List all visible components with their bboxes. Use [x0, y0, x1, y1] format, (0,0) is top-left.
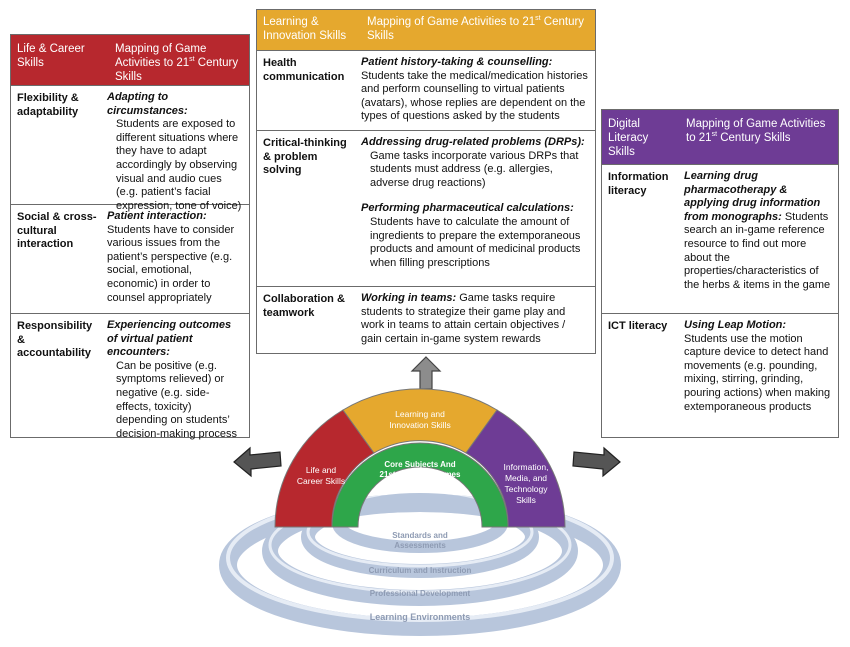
ring-standards-label-2: Assessments — [394, 541, 446, 550]
digital-literacy-header: Digital Literacy Skills Mapping of Game … — [602, 110, 838, 164]
body-drps: Game tasks incorporate various DRPs that… — [370, 149, 579, 189]
skill-flexibility: Flexibility & adaptability — [17, 92, 79, 118]
digital-header-skill: Digital Literacy Skills — [608, 118, 649, 158]
body-drug-pharmacotherapy: Students search an in-game reference res… — [684, 210, 831, 291]
information-media-label-1: Information, — [504, 462, 549, 472]
arrow-left-icon — [233, 446, 282, 478]
desc-collaboration: Working in teams: Game tasks require stu… — [357, 287, 595, 354]
title-leap-motion: Using Leap Motion: — [684, 319, 787, 331]
ring-professional-label: Professional Development — [370, 589, 471, 598]
title-history-taking: Patient history-taking & counselling: — [361, 56, 553, 68]
life-career-header-skill: Life & Career Skills — [17, 43, 85, 69]
learning-row-health: Health communication Patient history-tak… — [257, 50, 595, 130]
body-calculations: Students have to calculate the amount of… — [370, 215, 581, 269]
learning-innovation-panel: Learning & Innovation Skills Mapping of … — [256, 9, 596, 354]
p21-framework-diagram: Learning and Innovation Skills Life and … — [219, 388, 621, 636]
digital-header-mapping: Mapping of Game Activities to 21st Centu… — [686, 118, 826, 144]
skill-information-literacy: Information literacy — [608, 171, 669, 197]
learning-innovation-header: Learning & Innovation Skills Mapping of … — [257, 10, 595, 50]
core-subjects-label-2: 21st Century Themes — [380, 470, 461, 479]
skill-collaboration: Collaboration & teamwork — [263, 293, 345, 319]
skill-social: Social & cross-cultural interaction — [17, 211, 97, 251]
learning-header-mapping: Mapping of Game Activities to 21st Centu… — [367, 15, 585, 42]
information-media-label-4: Skills — [516, 495, 536, 505]
body-outcomes: Can be positive (e.g. symptoms relieved)… — [116, 359, 238, 440]
information-media-label-2: Media, and — [505, 473, 547, 483]
learning-row-collaboration: Collaboration & teamwork Working in team… — [257, 286, 595, 354]
title-patient-interaction: Patient interaction: — [107, 210, 207, 222]
digital-row-information: Information literacy Learning drug pharm… — [602, 164, 838, 313]
ring-environments-label: Learning Environments — [370, 612, 471, 622]
skill-critical-thinking: Critical-thinking & problem solving — [263, 137, 347, 177]
life-row-social: Social & cross-cultural interaction Pati… — [11, 204, 249, 313]
body-working-in-teams: Game tasks require students to strategiz… — [361, 292, 566, 345]
skill-ict-literacy: ICT literacy — [608, 320, 668, 332]
digital-literacy-panel: Digital Literacy Skills Mapping of Game … — [601, 109, 839, 438]
arrow-right-icon — [572, 446, 621, 478]
desc-ict: Using Leap Motion: Students use the moti… — [680, 314, 838, 437]
information-media-segment — [465, 409, 566, 528]
life-career-label-1: Life and — [306, 465, 337, 475]
desc-responsibility: Experiencing outcomes of virtual patient… — [103, 314, 249, 440]
core-subjects-segment — [331, 442, 509, 528]
desc-flexibility: Adapting to circumstances: Students are … — [103, 86, 249, 212]
digital-row-ict: ICT literacy Using Leap Motion: Students… — [602, 313, 838, 437]
core-subjects-label-1: Core Subjects And — [384, 460, 455, 469]
life-career-label-2: Career Skills — [297, 476, 345, 486]
skill-health-communication: Health communication — [263, 57, 345, 83]
learning-innovation-label-2: Innovation Skills — [389, 420, 450, 430]
body-adapting: Students are exposed to different situat… — [116, 118, 242, 212]
learning-row-critical: Critical-thinking & problem solving Addr… — [257, 130, 595, 286]
rainbow-outer — [274, 388, 566, 528]
desc-health: Patient history-taking & counselling: St… — [357, 51, 595, 130]
life-career-panel: Life & Career Skills Mapping of Game Act… — [10, 34, 250, 440]
body-leap-motion: Students use the motion capture device t… — [684, 332, 831, 413]
support-rings — [219, 493, 621, 636]
ring-curriculum-label: Curriculum and Instruction — [369, 566, 472, 575]
life-row-responsibility: Responsibility & accountability Experien… — [11, 313, 249, 440]
life-row-flexibility: Flexibility & adaptability Adapting to c… — [11, 85, 249, 212]
title-working-in-teams: Working in teams: — [361, 292, 457, 304]
title-outcomes: Experiencing outcomes of virtual patient… — [107, 319, 232, 359]
desc-critical: Addressing drug-related problems (DRPs):… — [357, 131, 595, 286]
desc-social: Patient interaction: Students have to co… — [103, 205, 249, 313]
desc-information: Learning drug pharmacotherapy & applying… — [680, 165, 838, 313]
title-adapting: Adapting to circumstances: — [107, 91, 188, 117]
skill-responsibility: Responsibility & accountability — [17, 320, 93, 360]
life-career-header: Life & Career Skills Mapping of Game Act… — [11, 35, 249, 85]
title-drug-pharmacotherapy: Learning drug pharmacotherapy & applying… — [684, 170, 821, 223]
learning-header-skill: Learning & Innovation Skills — [263, 16, 347, 42]
title-calculations: Performing pharmaceutical calculations: — [361, 202, 574, 215]
body-history-taking: Students take the medical/medication his… — [361, 69, 588, 123]
information-media-label-3: Technology — [504, 484, 548, 494]
title-drps: Addressing drug-related problems (DRPs): — [361, 136, 585, 148]
life-career-header-mapping: Mapping of Game Activities to 21st Centu… — [115, 43, 239, 83]
ring-standards-label-1: Standards and — [392, 531, 448, 540]
learning-innovation-label-1: Learning and — [395, 409, 445, 419]
body-patient-interaction: Students have to consider various issues… — [107, 223, 235, 304]
